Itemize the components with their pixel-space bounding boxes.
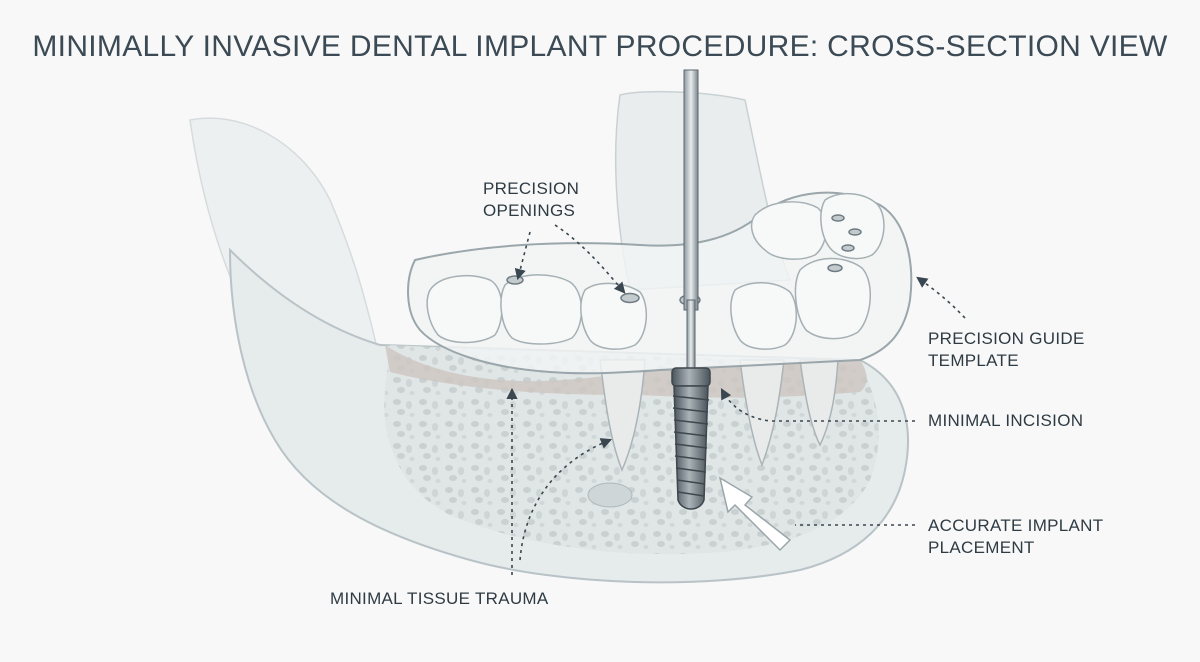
leader-openings-2	[554, 224, 626, 294]
page-title: MINIMALLY INVASIVE DENTAL IMPLANT PROCED…	[32, 30, 1168, 63]
label-minimal-tissue-trauma: MINIMAL TISSUE TRAUMA	[330, 589, 549, 608]
placement-arrow	[718, 476, 792, 552]
drill-shaft	[683, 69, 699, 311]
tooth-root-right2	[799, 359, 839, 447]
label-accurate-implant-placement: ACCURATE IMPLANT PLACEMENT	[928, 516, 1104, 557]
leader-template	[916, 276, 966, 319]
leader-trauma-2	[519, 438, 613, 561]
drill-tip	[686, 299, 696, 376]
tooth-root-right	[739, 359, 785, 468]
tooth-root-left	[599, 359, 646, 472]
nerve-canal	[587, 482, 633, 508]
leader-openings-1	[514, 231, 531, 281]
label-minimal-incision: MINIMAL INCISION	[928, 411, 1084, 430]
label-precision-guide-template: PRECISION GUIDE TEMPLATE	[928, 329, 1085, 370]
dental-implant	[671, 367, 711, 510]
leader-lines	[506, 224, 966, 575]
label-precision-openings: PRECISION OPENINGS	[483, 179, 580, 220]
